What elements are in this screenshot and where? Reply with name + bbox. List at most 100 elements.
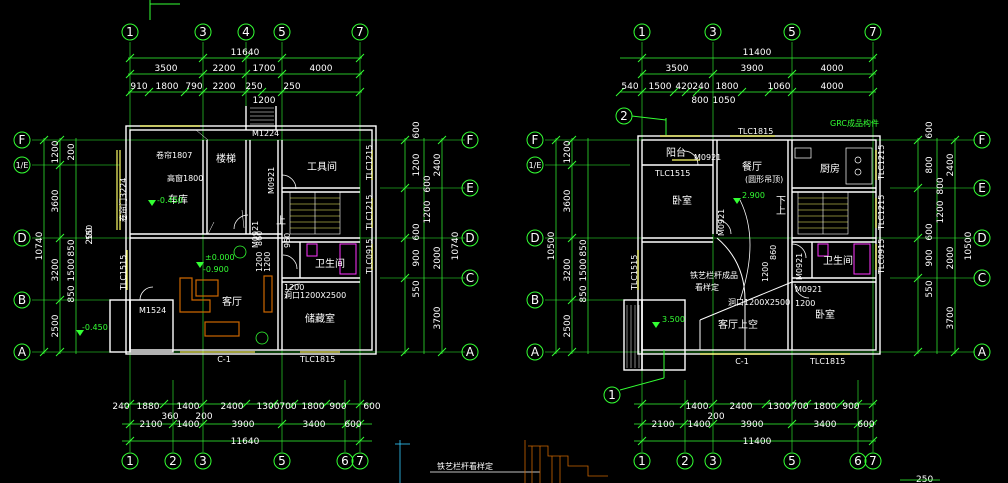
window-code: TLC1815	[299, 355, 335, 364]
dim-total: 11400	[743, 437, 772, 447]
dim: 200	[195, 412, 212, 422]
dim: 600	[857, 420, 874, 430]
dim: 200	[67, 143, 77, 160]
axis-label: 7	[869, 25, 877, 39]
left-right-axis-bubbles: F E D C A	[461, 131, 479, 361]
level: 2.900	[742, 191, 765, 200]
dim: 3900	[232, 420, 255, 430]
axis-label: 3	[709, 25, 717, 39]
dim-total: 10500	[547, 231, 557, 260]
axis-label: 3	[199, 25, 207, 39]
dim: 1300	[768, 402, 791, 412]
axis-label: 7	[869, 454, 877, 468]
dim: 1200	[255, 252, 264, 272]
axis-label: B	[18, 293, 26, 307]
axis-label: D	[977, 231, 986, 245]
dim: 700	[279, 402, 296, 412]
bottom-note-area: 铁艺栏杆看样定 250	[395, 440, 940, 483]
dim: 4000	[821, 64, 844, 74]
right-bottom-axis-bubbles: 1 2 3 5 6 7	[633, 452, 882, 470]
room-name: 卫生间	[315, 257, 345, 270]
axis-label: 7	[356, 25, 364, 39]
right-bath-fixtures	[817, 243, 871, 275]
right-top-axis-bubbles: 1 3 5 7	[633, 23, 882, 41]
window-code: TLC0915	[877, 239, 886, 275]
dim: 3200	[51, 258, 61, 281]
room-name: 车库	[168, 193, 188, 206]
left-level-markers	[76, 200, 204, 336]
left-ticks	[39, 53, 447, 446]
window-code: TLC1215	[365, 145, 374, 181]
dim-total: 10740	[35, 231, 45, 260]
dim: 1800	[814, 402, 837, 412]
bottom-marker	[395, 440, 410, 483]
axis-label: A	[466, 345, 475, 359]
axis-label: D	[465, 231, 474, 245]
room-name: 餐厅	[742, 160, 762, 173]
level: -0.900	[203, 265, 229, 274]
dim: 1500	[579, 258, 589, 281]
dim: 900	[842, 402, 859, 412]
room-name: 工具间	[307, 160, 337, 173]
axis-label: 7	[356, 454, 364, 468]
dim: 600	[363, 402, 380, 412]
dim: 240	[112, 402, 129, 412]
dim: 1400	[177, 402, 200, 412]
dim: 3400	[303, 420, 326, 430]
dim: 240	[692, 82, 709, 92]
left-plan: 1 3 4 5 7 1 2 3 5 6 7 F	[13, 0, 479, 470]
dim: 420	[675, 82, 692, 92]
dim: 850	[579, 239, 589, 256]
dim-total: 11640	[231, 437, 260, 447]
section-circles: 2 1	[603, 107, 667, 404]
level: ±0.000	[205, 253, 235, 262]
dim: 860	[769, 245, 778, 260]
axis-label: B	[531, 293, 539, 307]
axis-label: 2	[169, 454, 177, 468]
axis-label: E	[978, 181, 986, 195]
left-stair	[289, 191, 341, 235]
dim: 1400	[688, 420, 711, 430]
dim: 3900	[741, 64, 764, 74]
axis-label: C	[466, 271, 474, 285]
component-note: GRC成品构件	[830, 118, 879, 128]
dim: 600	[925, 223, 935, 240]
dim: 1200	[263, 252, 272, 272]
axis-label: F	[979, 133, 986, 147]
dim: 600	[412, 223, 422, 240]
left-windows	[116, 125, 373, 353]
axis-label: 1	[638, 25, 646, 39]
axis-label: D	[17, 231, 26, 245]
window-code: TLC1515	[119, 255, 128, 291]
dim-total: 11400	[743, 48, 772, 58]
dim: 600	[344, 420, 361, 430]
axis-label: A	[978, 345, 987, 359]
door-code: M0921	[795, 253, 804, 280]
stair-direction: 上	[776, 205, 786, 217]
dim: 3700	[433, 306, 443, 329]
dim: 1800	[302, 402, 325, 412]
dim: 1800	[156, 82, 179, 92]
axis-label: 3	[199, 454, 207, 468]
dim: 200	[707, 412, 724, 422]
door-code: M0921	[251, 221, 260, 248]
axis-label: F	[19, 133, 26, 147]
dim: 250	[283, 82, 300, 92]
right-windows	[637, 135, 877, 355]
dim: 900	[412, 249, 422, 266]
dim: 2000	[433, 246, 443, 269]
stair-direction: 上	[276, 215, 286, 227]
dim: 2200	[213, 82, 236, 92]
right-dim-lines	[555, 57, 956, 442]
left-doors	[139, 174, 301, 301]
left-plants	[233, 245, 269, 345]
left-left-axis-bubbles: F 1/E D B A	[13, 131, 31, 361]
dim: 1800	[716, 82, 739, 92]
room-name: 客厅	[222, 295, 242, 308]
axis-label: 5	[788, 25, 796, 39]
dim: 3600	[51, 189, 61, 212]
dim: 550	[85, 225, 94, 240]
dim: 1400	[177, 420, 200, 430]
dim: 4000	[310, 64, 333, 74]
